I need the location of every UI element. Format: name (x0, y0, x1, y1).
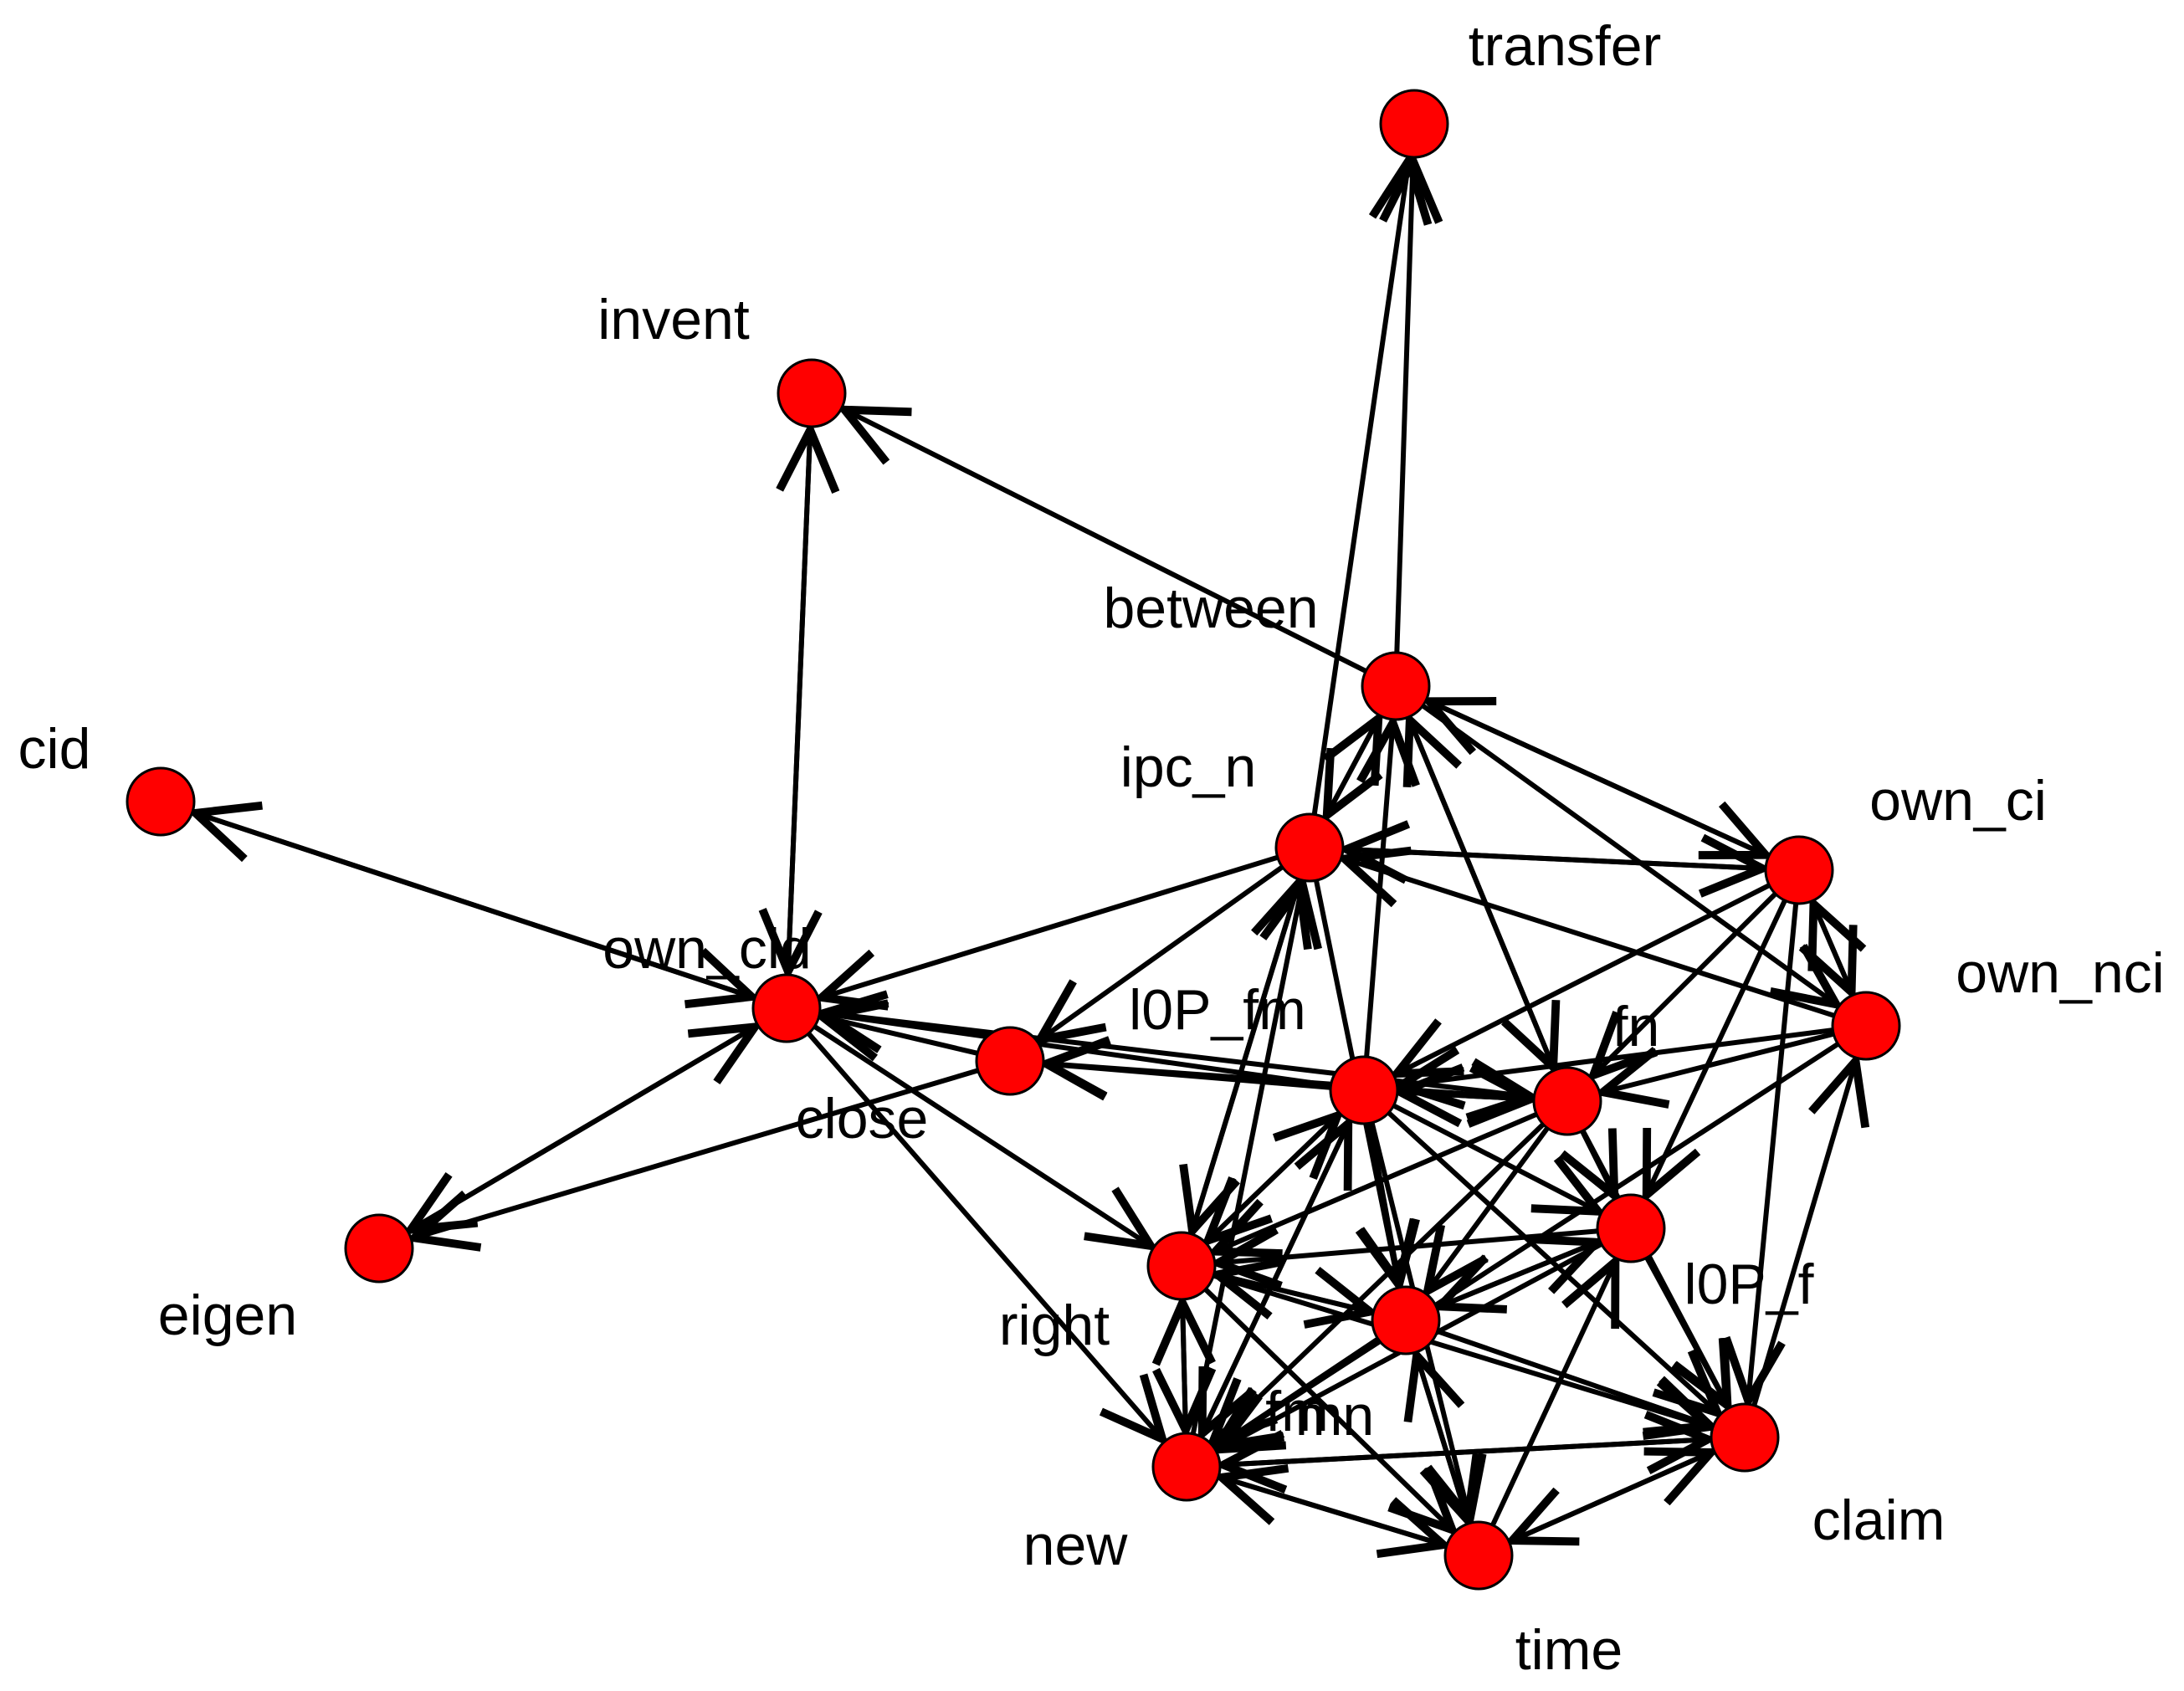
node-fn (1532, 1066, 1602, 1136)
node-between (1361, 651, 1431, 721)
node-label-mn: mn (1295, 1384, 1374, 1448)
edge-own_ci-to-l0P_f (1647, 899, 1787, 1195)
edge-fm-to-new (1218, 1336, 1380, 1446)
edge-claim-to-new (1223, 1439, 1712, 1465)
edge-fn-to-mn (1401, 1092, 1535, 1099)
node-label-eigen: eigen (158, 1284, 297, 1347)
edge-close-to-new (807, 1032, 1162, 1439)
edge-new-to-right (1182, 1303, 1186, 1434)
node-label-own_cid: own_cid (602, 917, 812, 981)
edges-layer (192, 161, 1856, 1546)
edge-time-to-l0P_f (1490, 1262, 1616, 1527)
node-label-own_ci: own_ci (1869, 769, 2047, 833)
edge-own_ci-to-fn (1593, 892, 1777, 1075)
node-label-right: right (999, 1294, 1110, 1357)
node-own_nci (1831, 991, 1901, 1061)
node-mn (1329, 1055, 1399, 1125)
node-ipc_n (1274, 812, 1345, 883)
edge-mn-to-between (1366, 723, 1392, 1058)
edge-fm-to-claim (1436, 1329, 1710, 1426)
node-new (1151, 1432, 1222, 1502)
edge-mn-to-fm (1370, 1122, 1399, 1284)
node-label-transfer: transfer (1469, 14, 1662, 78)
node-label-fm: fm (1265, 1380, 1329, 1443)
node-label-close: close (796, 1087, 929, 1150)
edge-eigen-to-close (406, 1027, 755, 1234)
labels-layer: transfer invent between cid ipc_n own_ci own_c… (18, 14, 2165, 1682)
edge-fm-to-right (1218, 1274, 1374, 1312)
edge-time-to-fm (1417, 1355, 1472, 1524)
edge-own_ci-to-between (1429, 701, 1770, 859)
node-label-invent: invent (597, 288, 750, 351)
node-label-time: time (1515, 1618, 1623, 1682)
edge-ipc_n-to-between (1325, 719, 1378, 820)
edge-new-to-ipc_n (1190, 884, 1303, 1435)
edge-claim-to-own_nci (1751, 1061, 1855, 1407)
node-fm (1371, 1285, 1441, 1355)
node-l0P_fm (975, 1026, 1045, 1096)
node-transfer (1379, 89, 1449, 159)
node-label-between: between (1103, 576, 1318, 640)
edge-time-to-new (1222, 1478, 1448, 1549)
node-cid (126, 766, 196, 837)
node-invent (777, 358, 847, 428)
edge-invent-to-close (788, 426, 811, 971)
edge-right-to-mn (1203, 1116, 1338, 1245)
node-l0P_f (1596, 1193, 1666, 1263)
edge-between-to-invent (844, 410, 1367, 674)
node-label-l0P_fm: l0P_fm (1129, 978, 1306, 1042)
edge-own_nci-to-ipc_n (1345, 858, 1835, 1018)
edge-right-to-time (1203, 1287, 1453, 1530)
edge-ipc_n-to-close (822, 854, 1279, 997)
edge-ipc_n-to-l0P_fm (1040, 864, 1284, 1039)
edge-own_ci-to-mn (1397, 883, 1771, 1074)
edge-between-to-fn (1406, 715, 1553, 1067)
node-right (1146, 1231, 1217, 1301)
node-label-fn: fn (1612, 995, 1660, 1058)
node-label-cid: cid (18, 717, 91, 781)
nodes-layer (126, 89, 1901, 1591)
edge-close-to-right (813, 1024, 1151, 1246)
node-eigen (344, 1213, 414, 1284)
node-label-claim: claim (1812, 1489, 1946, 1552)
edge-own_ci-to-claim (1748, 903, 1799, 1401)
node-label-new: new (1023, 1514, 1129, 1577)
node-label-l0P_f: l0P_f (1684, 1253, 1814, 1316)
edge-cid-to-close (192, 809, 751, 997)
node-label-ipc_n: ipc_n (1120, 735, 1257, 799)
node-own_cid (751, 973, 822, 1043)
edge-own_ci-to-ipc_n (1346, 849, 1766, 869)
node-own_ci (1764, 835, 1834, 905)
node-time (1443, 1520, 1514, 1591)
node-label-own_nci: own_nci (1956, 941, 2165, 1005)
edge-own_nci-to-own_ci (1813, 904, 1853, 997)
edge-between-to-transfer (1397, 161, 1412, 653)
node-claim (1710, 1402, 1780, 1473)
edge-l0P_fm-to-eigen (414, 1068, 979, 1238)
edge-between-to-own_nci (1421, 703, 1836, 1004)
edge-own_nci-to-fn (1603, 1031, 1834, 1092)
edge-ipc_n-to-transfer (1311, 161, 1409, 815)
edge-time-to-claim (1508, 1453, 1711, 1545)
